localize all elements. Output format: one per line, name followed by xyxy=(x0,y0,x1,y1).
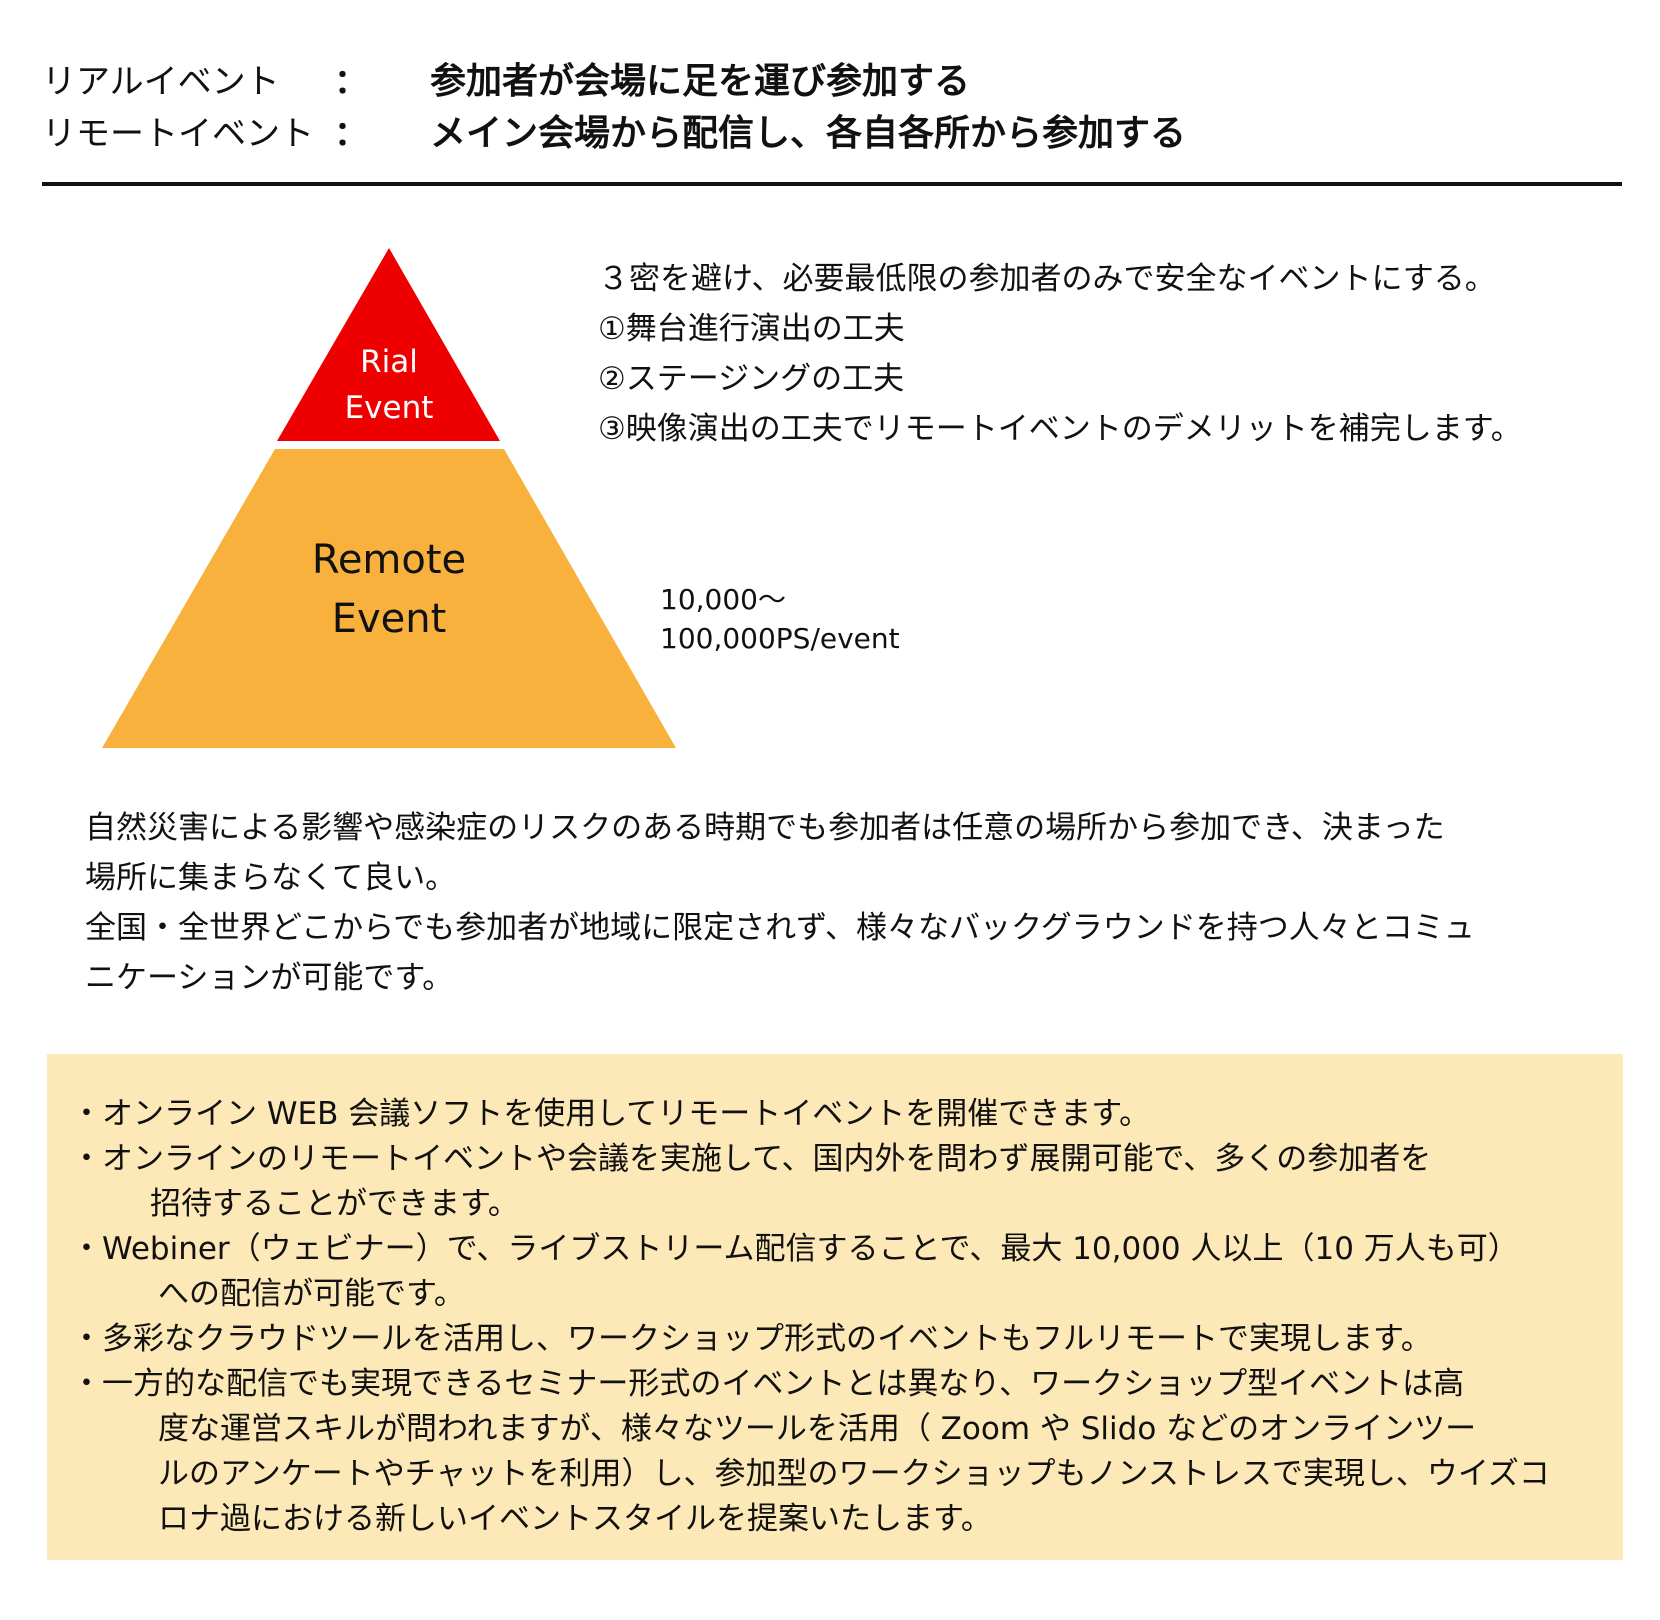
note-bullet-line: ・一方的な配信でも実現できるセミナー形式のイベントとは異なり、ワークショップ型イ… xyxy=(71,1366,1465,1402)
text-line: ①舞台進行演出の工夫 xyxy=(598,311,905,347)
note-bullet-line: ・多彩なクラウドツールを活用し、ワークショップ形式のイベントもフルリモートで実現… xyxy=(71,1321,1432,1357)
text-line: 場所に集まらなくて良い。 xyxy=(85,860,457,896)
definition-colon: ： xyxy=(334,114,368,154)
definition-description: メイン会場から配信し、各自各所から参加する xyxy=(430,113,1187,154)
pyramid-top-label-line1: Rial xyxy=(360,344,418,380)
pyramid-top-rial-event xyxy=(277,248,500,441)
definition-colon: ： xyxy=(334,62,368,102)
note-bullet-line: ・Webiner（ウェビナー）で、ライブストリーム配信することで、最大 10,0… xyxy=(71,1231,1519,1267)
text-line: ３密を避け、必要最低限の参加者のみで安全なイベントにする。 xyxy=(598,261,1496,297)
event-pyramid-diagram: Rial Event Remote Event xyxy=(102,248,676,748)
remote-event-benefits: 自然災害による影響や感染症のリスクのある時期でも参加者は任意の場所から参加でき、… xyxy=(85,803,1605,1003)
note-continuation-line: 度な運営スキルが問われますが、様々なツールを活用（ Zoom や Slido な… xyxy=(158,1411,1477,1447)
count-line1: 10,000～ xyxy=(660,583,786,616)
text-line: 自然災害による影響や感染症のリスクのある時期でも参加者は任意の場所から参加でき、… xyxy=(85,810,1445,846)
pyramid-bottom-label-line2: Event xyxy=(332,596,447,642)
participant-count: 10,000～ 100,000PS/event xyxy=(660,580,900,658)
definition-real-event: リアルイベント ： 参加者が会場に足を運び参加する xyxy=(42,52,1622,104)
definition-term: リアルイベント xyxy=(42,62,280,102)
definitions-header: リアルイベント ： 参加者が会場に足を運び参加する リモートイベント ： メイン… xyxy=(42,52,1622,156)
header-divider xyxy=(42,182,1622,186)
note-continuation-line: への配信が可能です。 xyxy=(158,1276,465,1312)
real-event-description: ３密を避け、必要最低限の参加者のみで安全なイベントにする。 ①舞台進行演出の工夫… xyxy=(598,254,1618,454)
text-line: ③映像演出の工夫でリモートイベントのデメリットを補完します。 xyxy=(598,411,1522,447)
note-continuation-line: ロナ過における新しいイベントスタイルを提案いたします。 xyxy=(158,1501,992,1537)
text-line: ニケーションが可能です。 xyxy=(85,960,454,996)
definition-remote-event: リモートイベント ： メイン会場から配信し、各自各所から参加する xyxy=(42,104,1622,156)
count-line2: 100,000PS/event xyxy=(660,622,900,655)
definition-term: リモートイベント xyxy=(42,114,314,154)
note-bullet-line: ・オンライン WEB 会議ソフトを使用してリモートイベントを開催できます。 xyxy=(71,1096,1151,1132)
remote-event-features-box: ・オンライン WEB 会議ソフトを使用してリモートイベントを開催できます。 ・オ… xyxy=(47,1054,1623,1560)
note-bullet-line: ・オンラインのリモートイベントや会議を実施して、国内外を問わず展開可能で、多くの… xyxy=(71,1141,1432,1177)
text-line: ②ステージングの工夫 xyxy=(598,361,905,397)
text-line: 全国・全世界どこからでも参加者が地域に限定されず、様々なバックグラウンドを持つ人… xyxy=(85,910,1475,946)
pyramid-top-label-line2: Event xyxy=(345,390,434,426)
note-continuation-line: 招待することができます。 xyxy=(150,1186,519,1222)
pyramid-bottom-remote-event xyxy=(102,449,676,748)
note-continuation-line: ルのアンケートやチャットを利用）し、参加型のワークショップもノンストレスで実現し… xyxy=(158,1456,1550,1492)
pyramid-bottom-label-line1: Remote xyxy=(312,537,466,583)
definition-description: 参加者が会場に足を運び参加する xyxy=(430,61,971,102)
